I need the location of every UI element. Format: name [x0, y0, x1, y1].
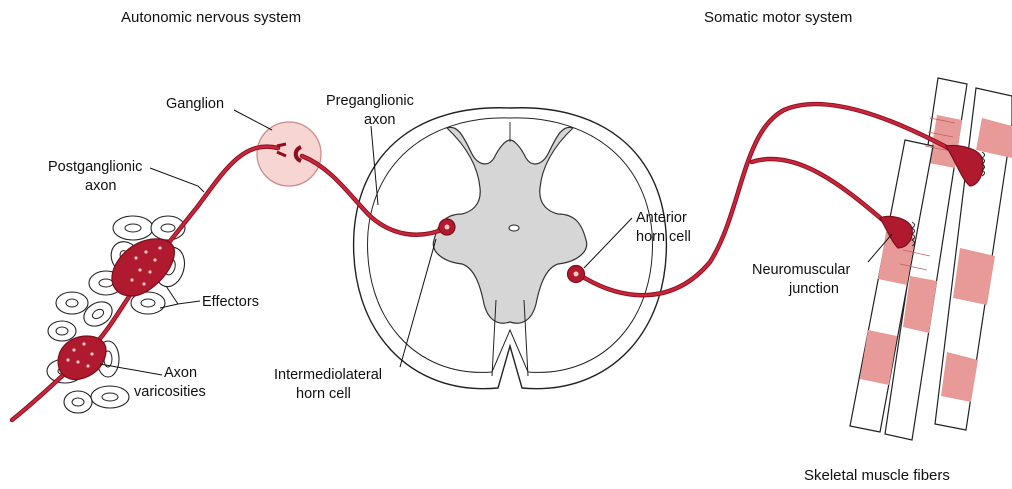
varicosity-lower [58, 336, 106, 380]
heading-autonomic: Autonomic nervous system [121, 9, 301, 26]
label-junction: junction [788, 281, 839, 297]
central-canal [509, 225, 519, 231]
label-postganglionic: Postganglionic [48, 159, 142, 175]
label-varicosities: varicosities [134, 384, 206, 400]
label-ganglion: Ganglion [166, 96, 224, 112]
label-postganglionic-axon: axon [85, 178, 116, 194]
label-anterior-horn-cell: horn cell [636, 229, 691, 245]
label-anterior: Anterior [636, 210, 687, 226]
label-preganglionic: Preganglionic [326, 93, 414, 109]
heading-somatic: Somatic motor system [704, 9, 852, 26]
skeletal-muscle-fibers [850, 78, 1012, 440]
heading-skeletal-muscle: Skeletal muscle fibers [804, 467, 950, 484]
label-effectors: Effectors [202, 294, 259, 310]
spinal-cord [354, 108, 667, 389]
label-neuromuscular: Neuromuscular [752, 262, 850, 278]
label-intermediolateral: Intermediolateral [274, 367, 382, 383]
label-axon: Axon [164, 365, 197, 381]
label-intermediolateral-horn-cell: horn cell [296, 386, 351, 402]
ganglion [257, 122, 321, 186]
label-preganglionic-axon: axon [364, 112, 395, 128]
